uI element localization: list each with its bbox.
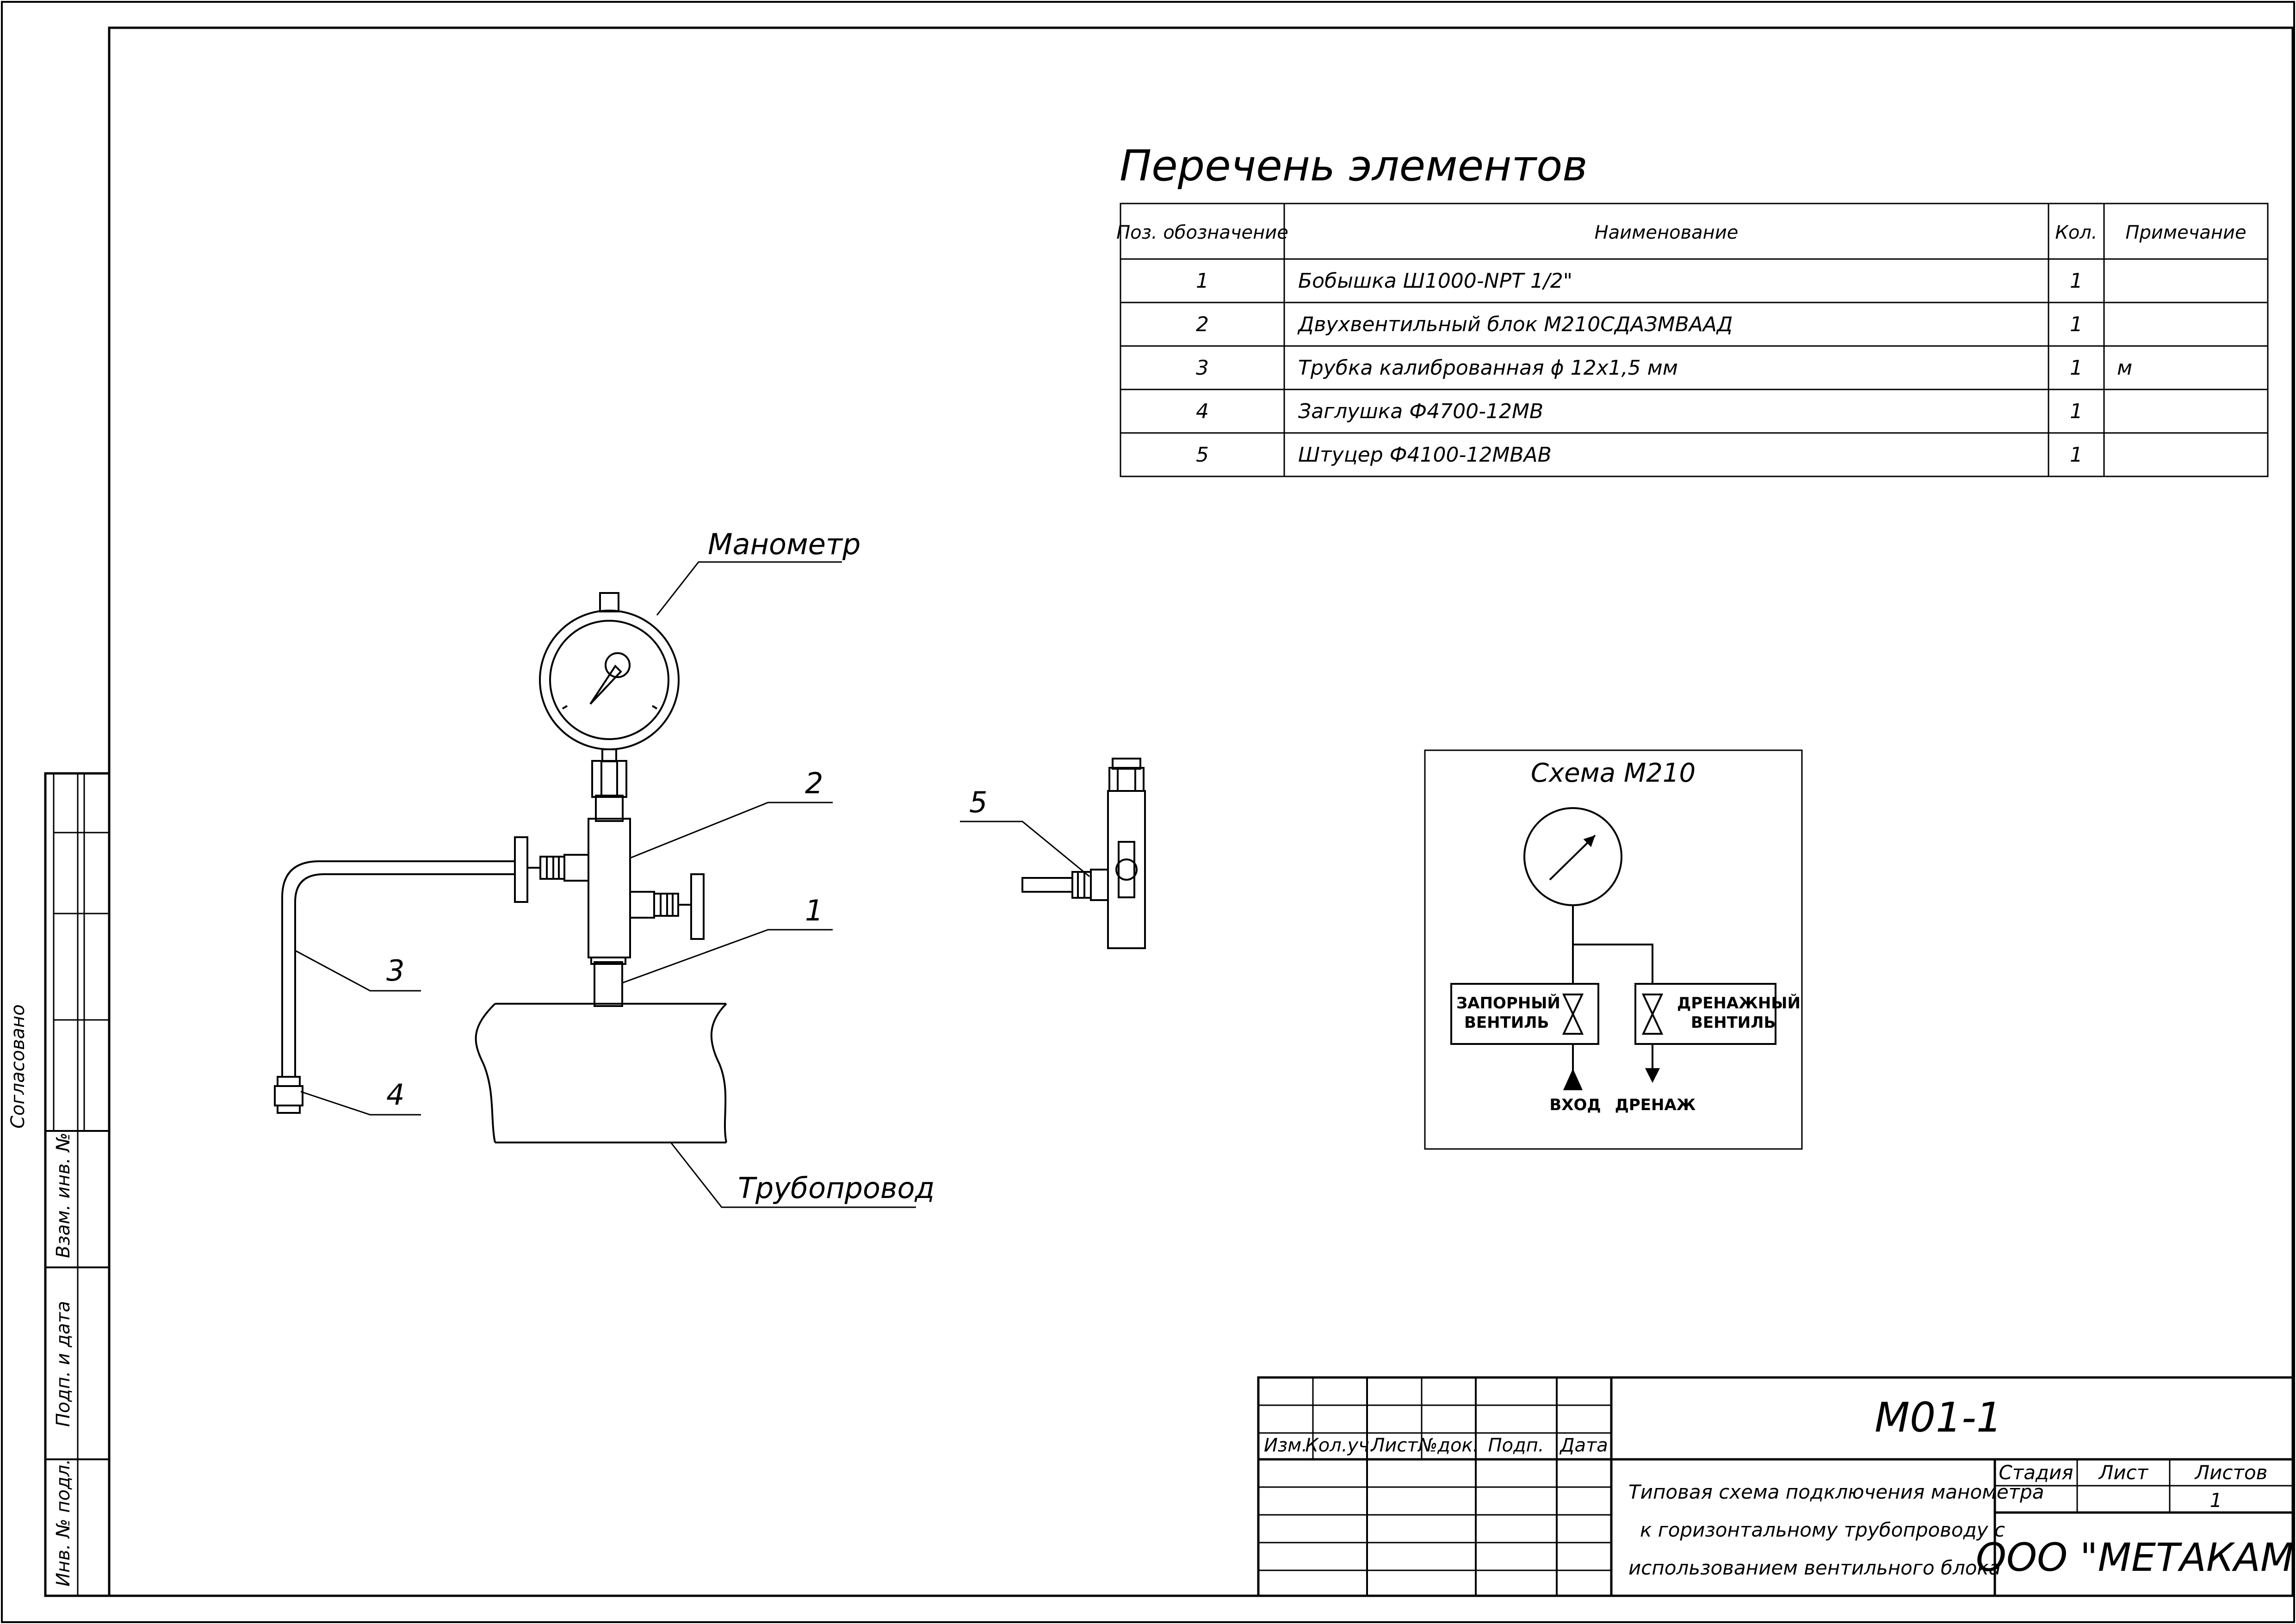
- callout-5: 5: [969, 785, 987, 819]
- col-data: Дата: [1559, 1435, 1608, 1456]
- calibrated-tube: [281, 860, 515, 1078]
- sign-date-label: Подп. и дата: [53, 1301, 74, 1427]
- inlet-label: ВХОД: [1549, 1096, 1601, 1114]
- col-ndok: №док.: [1417, 1435, 1479, 1456]
- description-line-1: Типовая схема подключения манометра: [1628, 1481, 2044, 1503]
- doc-code: М01-1: [1875, 1394, 2002, 1441]
- stage-label: Стадия: [1999, 1461, 2073, 1484]
- leader-lines: [295, 561, 1090, 1208]
- side-stamp: Согласовано Взам. инв. № Подп. и дата Ин…: [7, 772, 111, 1597]
- boss-fitting: [590, 957, 626, 1007]
- shutoff-valve-box: ЗАПОРНЫЙ ВЕНТИЛЬ: [1450, 983, 1599, 1045]
- table-row: 3 Трубка калиброванная ϕ 12x1,5 мм 1 м: [1196, 356, 2132, 380]
- row-pos: 2: [1196, 313, 1209, 336]
- callout-4: 4: [386, 1078, 404, 1111]
- description-line-3: использованием вентильного блока: [1628, 1556, 2001, 1579]
- inv-replace-label: Взам. инв. №: [53, 1132, 74, 1258]
- assembly-drawing: Манометр Трубопровод 1 2 3 4 5: [274, 527, 1146, 1208]
- col-list: Лист: [1370, 1435, 1418, 1456]
- manometer: [539, 592, 680, 750]
- row-pos: 3: [1196, 356, 1209, 380]
- row-qty: 1: [2070, 313, 2083, 336]
- callout-1: 1: [805, 894, 823, 927]
- row-note: м: [2117, 356, 2132, 380]
- table-row: 5 Штуцер Ф4100-12МВАВ 1: [1196, 443, 2083, 467]
- inv-original-label: Инв. № подл.: [53, 1459, 74, 1587]
- fitting-detail: [1021, 758, 1146, 949]
- row-qty: 1: [2070, 356, 2083, 380]
- row-qty: 1: [2070, 269, 2083, 293]
- spec-title: Перечень элементов: [1120, 141, 1588, 191]
- pipeline-label: Трубопровод: [738, 1171, 934, 1205]
- shutoff-valve-label-2: ВЕНТИЛЬ: [1464, 1013, 1549, 1032]
- drain-valve-box: ДРЕНАЖНЫЙ ВЕНТИЛЬ: [1634, 983, 1801, 1045]
- drain-valve-label-2: ВЕНТИЛЬ: [1691, 1013, 1776, 1032]
- shutoff-valve-label-1: ЗАПОРНЫЙ: [1456, 994, 1560, 1013]
- table-row: 2 Двухвентильный блок М210СДАЗМВААД 1: [1196, 313, 2083, 336]
- drain-label: ДРЕНАЖ: [1615, 1096, 1696, 1114]
- valve-block: [514, 748, 705, 958]
- header-name: Наименование: [1595, 222, 1739, 243]
- company-name: ООО "МЕТАКАМ": [1976, 1535, 2296, 1580]
- row-name: Двухвентильный блок М210СДАЗМВААД: [1297, 313, 1733, 336]
- spec-table: Перечень элементов Поз. обозначение Наим…: [1116, 141, 2269, 477]
- scheme-lines: [1563, 905, 1660, 1090]
- col-podp: Подп.: [1488, 1435, 1544, 1456]
- table-row: 4 Заглушка Ф4700-12МВ 1: [1196, 400, 2083, 423]
- scheme-title: Схема М210: [1531, 758, 1696, 788]
- callout-2: 2: [805, 766, 823, 800]
- sheet-label: Лист: [2098, 1461, 2149, 1484]
- row-name: Бобышка Ш1000-NPT 1/2": [1298, 269, 1572, 293]
- row-name: Штуцер Ф4100-12МВАВ: [1298, 443, 1552, 467]
- row-pos: 1: [1196, 269, 1209, 293]
- row-qty: 1: [2070, 443, 2083, 467]
- header-qty: Кол.: [2055, 222, 2097, 243]
- table-row: 1 Бобышка Ш1000-NPT 1/2" 1: [1196, 269, 2083, 293]
- scheme-gauge: [1523, 807, 1622, 906]
- row-name: Трубка калиброванная ϕ 12x1,5 мм: [1298, 356, 1678, 380]
- col-izm: Изм.: [1264, 1435, 1307, 1456]
- callout-3: 3: [386, 954, 404, 988]
- header-pos: Поз. обозначение: [1116, 222, 1288, 243]
- sheets-value: 1: [2210, 1489, 2222, 1512]
- row-qty: 1: [2070, 400, 2083, 423]
- col-koluch: Кол.уч.: [1305, 1435, 1375, 1456]
- manometer-label: Манометр: [708, 527, 860, 561]
- row-pos: 5: [1196, 443, 1209, 467]
- row-pos: 4: [1196, 400, 1209, 423]
- pipeline: [475, 1003, 727, 1143]
- agreed-label: Согласовано: [7, 1004, 29, 1129]
- header-note: Примечание: [2125, 222, 2246, 243]
- description-line-2: к горизонтальному трубопроводу с: [1640, 1519, 2005, 1541]
- scheme-m210: Схема М210 ЗАПОРНЫЙ ВЕНТИЛЬ ДРЕНАЖНЫЙ ВЕ…: [1424, 749, 1803, 1150]
- sheets-label: Листов: [2194, 1461, 2268, 1484]
- plug-cap: [274, 1076, 303, 1114]
- row-name: Заглушка Ф4700-12МВ: [1298, 400, 1543, 423]
- drain-valve-label-1: ДРЕНАЖНЫЙ: [1677, 994, 1801, 1013]
- title-block: Изм. Кол.уч. Лист №док. Подп. Дата М01-1…: [1257, 1376, 2296, 1597]
